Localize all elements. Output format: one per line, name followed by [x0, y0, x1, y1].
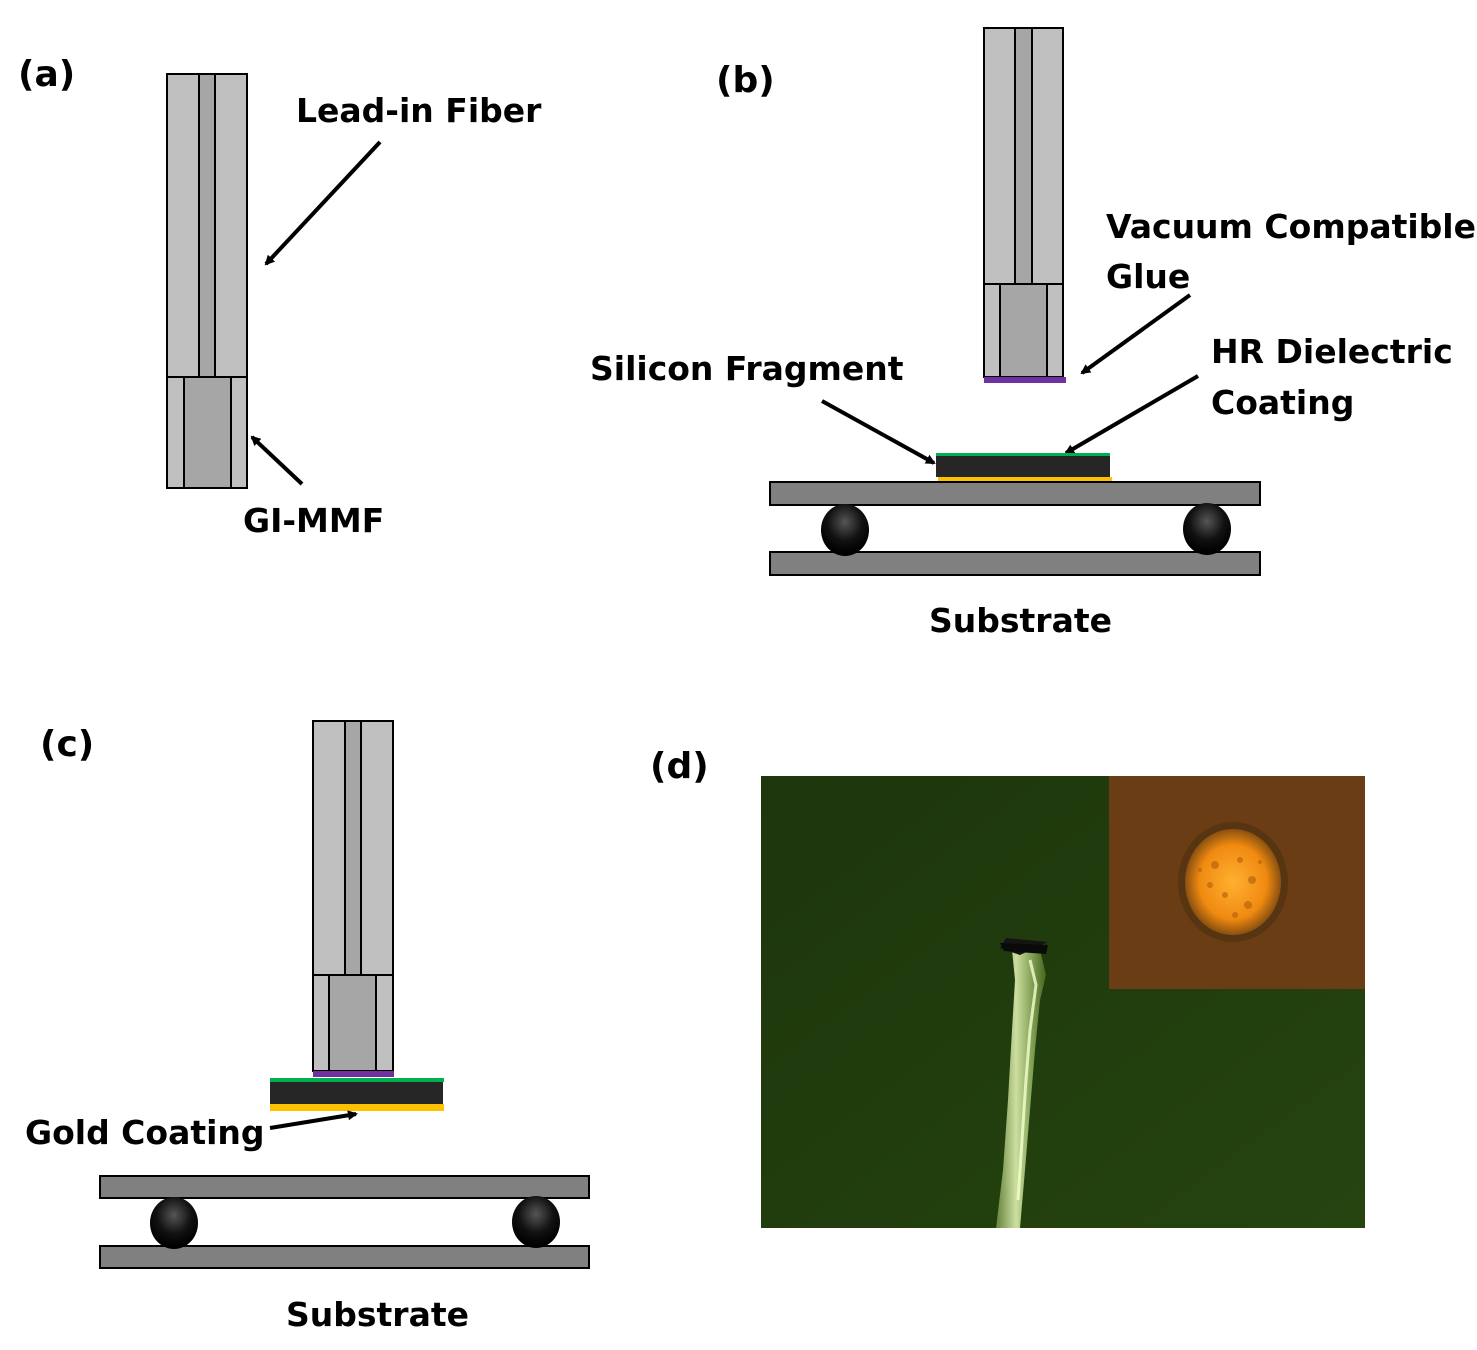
panel-label-d: (d)	[650, 746, 709, 787]
micrograph-photo	[761, 776, 1365, 1228]
inset-speckle	[1198, 857, 1262, 918]
substrate-c	[99, 1175, 590, 1269]
substrate-label-c: Substrate	[286, 1295, 469, 1334]
lead-in-fiber-core	[1014, 27, 1033, 285]
silicon-stack-c	[270, 1078, 444, 1111]
gi-mmf-arrow	[250, 435, 304, 486]
panel-label-b: (b)	[716, 60, 775, 101]
substrate-bottom-plate	[769, 551, 1261, 576]
gold-coating-arrow	[269, 1110, 358, 1130]
vacuum-glue-arrow	[1080, 293, 1192, 375]
glue-layer	[313, 1071, 394, 1077]
inset-light-spot	[1185, 829, 1281, 935]
substrate-top-plate	[769, 481, 1261, 506]
vacuum-glue-label-line1: Vacuum Compatible	[1106, 207, 1476, 246]
glue-layer	[984, 377, 1066, 383]
photo-silicon-chip-side	[1000, 943, 1048, 954]
lead-in-fiber-label: Lead-in Fiber	[296, 91, 542, 130]
hr-coating-arrow	[1064, 374, 1200, 455]
silicon-fragment	[936, 456, 1110, 477]
panel-b: (b) Vacuum Compatible Glue Silicon Fragm…	[590, 27, 1476, 640]
substrate-b	[769, 481, 1261, 576]
photo-inset	[1109, 776, 1365, 989]
spacer-ball-left	[150, 1197, 198, 1249]
photo-fiber	[996, 950, 1046, 1228]
substrate-label-b: Substrate	[929, 601, 1112, 640]
hr-coating-label-line2: Coating	[1211, 383, 1354, 422]
gi-mmf-core	[328, 974, 377, 1072]
gold-coating-layer	[938, 477, 1112, 484]
lead-in-fiber-core	[198, 73, 216, 378]
panel-label-a: (a)	[18, 54, 75, 95]
gi-mmf-core	[183, 376, 232, 489]
panel-a: (a) Lead-in Fiber GI-MMF	[18, 54, 542, 540]
spacer-ball-right	[512, 1196, 560, 1248]
gi-mmf-core	[999, 283, 1048, 378]
silicon-fragment-arrow	[821, 399, 936, 465]
panel-c: (c) Gold Coating Substrate	[25, 720, 590, 1334]
fiber-assembly-b	[983, 27, 1066, 383]
substrate-top-plate	[99, 1175, 590, 1199]
silicon-stack-b	[936, 453, 1112, 484]
gold-coating-layer	[270, 1104, 444, 1111]
spacer-ball-left	[821, 504, 869, 556]
silicon-fragment	[270, 1082, 443, 1104]
fiber-assembly-a	[166, 73, 248, 489]
spacer-ball-right	[1183, 503, 1231, 555]
photo-fiber-highlight	[1016, 959, 1038, 1201]
lead-in-fiber-core	[344, 720, 362, 976]
hr-coating-label-line1: HR Dielectric	[1211, 332, 1453, 371]
silicon-fragment-label: Silicon Fragment	[590, 349, 904, 388]
vacuum-glue-label-line2: Glue	[1106, 257, 1190, 296]
lead-in-fiber-arrow	[264, 140, 382, 266]
gi-mmf-label: GI-MMF	[243, 501, 384, 540]
gold-coating-label: Gold Coating	[25, 1113, 265, 1152]
hr-coating-layer	[936, 453, 1110, 456]
substrate-bottom-plate	[99, 1245, 590, 1269]
panel-label-c: (c)	[40, 724, 94, 765]
panel-d: (d)	[650, 746, 1365, 1228]
hr-coating-layer	[270, 1078, 444, 1082]
fiber-assembly-c	[312, 720, 394, 1077]
